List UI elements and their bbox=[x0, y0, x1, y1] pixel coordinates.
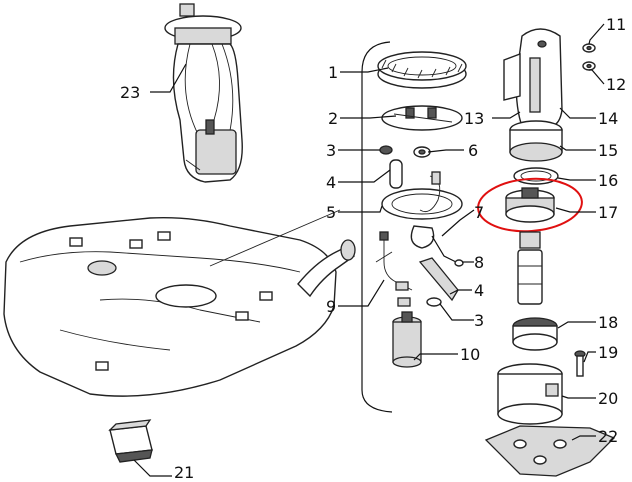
label-11: 11 bbox=[606, 15, 626, 34]
label-3a: 3 bbox=[326, 141, 336, 160]
wiring-harness bbox=[375, 231, 413, 307]
label-5: 5 bbox=[326, 203, 336, 222]
gasket-plate bbox=[484, 425, 616, 477]
tank-seal-ring bbox=[381, 171, 463, 220]
relay bbox=[108, 419, 153, 463]
label-16: 16 bbox=[598, 171, 618, 190]
label-13: 13 bbox=[464, 109, 484, 128]
sender-top-plate bbox=[381, 105, 463, 131]
label-12: 12 bbox=[606, 75, 626, 94]
grommet-small bbox=[379, 145, 431, 158]
filter-sleeve bbox=[389, 159, 403, 189]
label-7: 7 bbox=[474, 203, 484, 222]
highlight-circle bbox=[477, 177, 583, 233]
mounting-bracket bbox=[503, 28, 563, 127]
screw bbox=[574, 350, 586, 377]
label-4b: 4 bbox=[474, 281, 484, 300]
fuel-tank bbox=[3, 209, 356, 397]
label-20: 20 bbox=[598, 389, 618, 408]
fuel-pump bbox=[392, 311, 422, 368]
label-15: 15 bbox=[598, 141, 618, 160]
label-14: 14 bbox=[598, 109, 618, 128]
label-3b: 3 bbox=[474, 311, 484, 330]
fuel-sender-assembly bbox=[164, 3, 243, 183]
label-4a: 4 bbox=[326, 173, 336, 192]
pump-holder bbox=[505, 187, 555, 223]
label-1: 1 bbox=[328, 63, 338, 82]
label-6: 6 bbox=[468, 141, 478, 160]
label-9: 9 bbox=[326, 297, 336, 316]
label-17: 17 bbox=[598, 203, 618, 222]
callout-labels: 23 1 2 3 4 5 6 7 8 9 4 3 10 11 12 13 14 … bbox=[120, 15, 626, 482]
label-22: 22 bbox=[598, 427, 618, 446]
lock-ring bbox=[377, 51, 467, 89]
label-19: 19 bbox=[598, 343, 618, 362]
label-18: 18 bbox=[598, 313, 618, 332]
label-21: 21 bbox=[174, 463, 194, 482]
fuel-hose bbox=[410, 225, 464, 307]
label-2: 2 bbox=[328, 109, 338, 128]
seal-ring bbox=[513, 167, 559, 185]
label-23: 23 bbox=[120, 83, 140, 102]
leader-lines bbox=[133, 23, 605, 477]
group-bracket bbox=[361, 41, 393, 413]
label-8: 8 bbox=[474, 253, 484, 272]
electric-pump bbox=[517, 231, 543, 305]
label-10: 10 bbox=[460, 345, 480, 364]
reservoir-cup bbox=[509, 120, 563, 162]
pump-housing bbox=[497, 363, 563, 425]
strainer-filter bbox=[512, 317, 558, 351]
nut-washer bbox=[582, 43, 596, 71]
